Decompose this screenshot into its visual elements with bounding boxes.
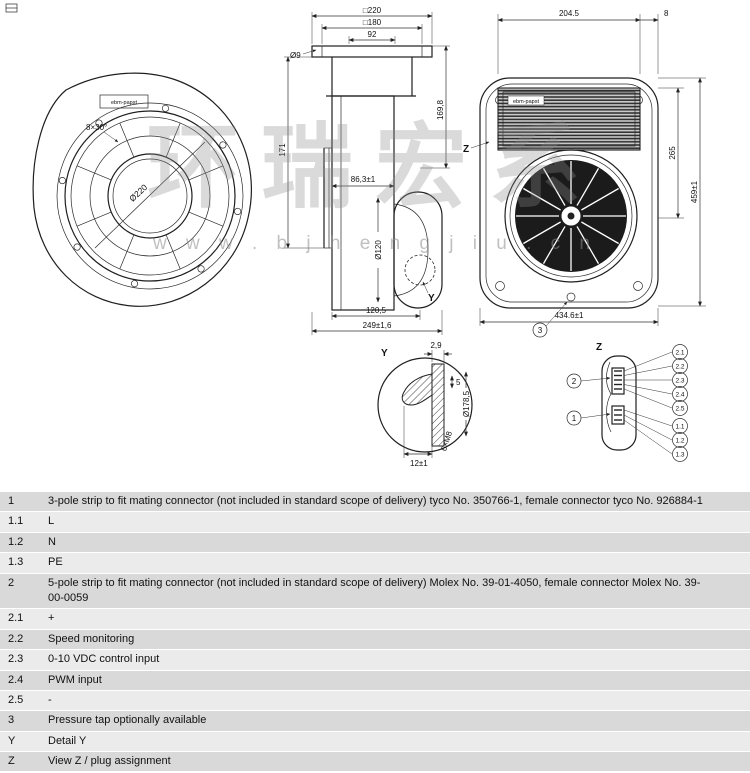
row-text: 3-pole strip to fit mating connector (no… — [48, 495, 703, 507]
table-row: 2.2 Speed monitoring — [0, 629, 750, 651]
brand-label-rear: ebm-papst — [513, 99, 539, 105]
spec-table: 1 3-pole strip to fit mating connector (… — [0, 492, 750, 773]
row-id: 2.3 — [8, 653, 24, 666]
row-id: 2.4 — [8, 673, 24, 686]
dim-169-8: 169,8 — [436, 99, 445, 120]
table-row: 2.3 0-10 VDC control input — [0, 650, 750, 671]
table-row: 1.3 PE — [0, 553, 750, 574]
drawing-svg: ebm-papst Ø220 8×30° Y — [5, 3, 706, 468]
brand-label: ebm-papst — [111, 100, 137, 106]
row-id: 1 — [8, 495, 15, 507]
rear-view: ebm-papst Z — [463, 9, 706, 338]
row-text: + — [48, 612, 55, 625]
pin-labels: 2.1 2.2 2.3 2.4 2.5 1.1 1.2 1.3 — [672, 344, 688, 462]
row-id: 2.1 — [8, 612, 24, 625]
row-text: N — [48, 535, 56, 548]
view-z-title: Z — [596, 342, 602, 353]
side-y-label: Y — [428, 293, 435, 304]
detail-y-title: Y — [381, 348, 388, 359]
row-text: View Z / plug assignment — [48, 755, 171, 768]
dim-d120: Ø120 — [374, 240, 383, 260]
detail-y-view: Y 2,9 5 Ø178,5 12±1 6×M8 — [377, 341, 473, 468]
dim-86-3: 86,3±1 — [351, 175, 376, 184]
row-id: 1.2 — [8, 535, 24, 548]
fan-blade-slits — [516, 161, 626, 271]
dim-171: 171 — [278, 143, 287, 157]
pin-1-1: 1.1 — [675, 424, 684, 431]
dim-d178-5: Ø178,5 — [462, 390, 471, 417]
table-row: 1.1 L — [0, 512, 750, 533]
dim-angle-8x30: 8×30° — [86, 123, 107, 132]
callout-3-circle — [532, 322, 548, 338]
row-text: 5-pole strip to fit mating connector (no… — [48, 576, 701, 604]
dim-92: 92 — [368, 30, 377, 39]
pin-2-4: 2.4 — [675, 392, 684, 399]
inlet-spokes — [76, 122, 224, 270]
dim-diameter-220: Ø220 — [127, 182, 149, 204]
pin-2-2: 2.2 — [675, 364, 684, 371]
row-id: 2.2 — [8, 632, 24, 645]
side-view: Y □220 □180 92 Ø9 169,8 171 — [278, 6, 450, 335]
row-text: Detail Y — [48, 734, 87, 747]
technical-drawing: ebm-papst Ø220 8×30° Y — [5, 3, 706, 468]
table-row: Z View Z / plug assignment — [0, 752, 750, 773]
dim-d9: Ø9 — [290, 51, 301, 60]
dim-2-9: 2,9 — [430, 341, 442, 350]
table-row: 1 3-pole strip to fit mating connector (… — [0, 492, 750, 513]
pin-2-5: 2.5 — [675, 406, 684, 413]
detail-y-marker — [404, 254, 436, 286]
pin-2-3: 2.3 — [675, 378, 684, 385]
pin-1-3: 1.3 — [675, 452, 684, 459]
row-text: 0-10 VDC control input — [48, 653, 160, 666]
table-row: 2.1 + — [0, 609, 750, 630]
row-id: Y — [8, 734, 16, 747]
row-id: 1.1 — [8, 515, 24, 528]
row-id: 2 — [8, 576, 15, 589]
row-text: PE — [48, 556, 63, 569]
table-row: 1.2 N — [0, 532, 750, 554]
table-row: Y Detail Y — [0, 731, 750, 753]
view-z: Z 2 1 — [566, 342, 688, 462]
row-text: Pressure tap optionally available — [48, 714, 207, 727]
table-row: 2.5 - — [0, 690, 750, 712]
dim-204-5: 204.5 — [559, 9, 580, 18]
table-row: 2 5-pole strip to fit mating connector (… — [0, 573, 750, 610]
row-id: 2.5 — [8, 693, 24, 706]
callout-2: 2 — [572, 377, 577, 386]
dim-120-5: 120,5 — [366, 306, 387, 315]
dim-8: 8 — [664, 9, 669, 18]
row-id: Z — [8, 755, 15, 768]
pin-2-1: 2.1 — [675, 350, 684, 357]
row-text: - — [48, 693, 52, 706]
dim-sq220: □220 — [363, 6, 382, 15]
row-text: L — [48, 515, 55, 528]
dim-5: 5 — [456, 378, 461, 387]
row-id: 1.3 — [8, 556, 24, 569]
front-view: ebm-papst Ø220 8×30° — [32, 72, 252, 307]
row-text: Speed monitoring — [48, 632, 135, 645]
rear-z-label: Z — [463, 144, 469, 155]
pin-1-2: 1.2 — [675, 438, 684, 445]
connector-5pin — [611, 367, 625, 395]
pin-leader-lines — [623, 351, 673, 455]
dim-434-6: 434.6±1 — [555, 311, 584, 320]
dim-sq180: □180 — [363, 18, 382, 27]
dim-249: 249±1,6 — [363, 321, 392, 330]
row-text: PWM input — [48, 673, 102, 686]
dim-459: 459±1 — [690, 180, 699, 203]
table-row: 2.4 PWM input — [0, 670, 750, 691]
corner-mark — [5, 3, 18, 13]
callout-3: 3 — [538, 326, 543, 335]
dim-265: 265 — [668, 146, 677, 160]
bolt-holes — [58, 104, 242, 288]
row-id: 3 — [8, 714, 15, 727]
callout-1: 1 — [572, 414, 577, 423]
dim-12: 12±1 — [410, 459, 428, 468]
table-row: 3 Pressure tap optionally available — [0, 711, 750, 732]
